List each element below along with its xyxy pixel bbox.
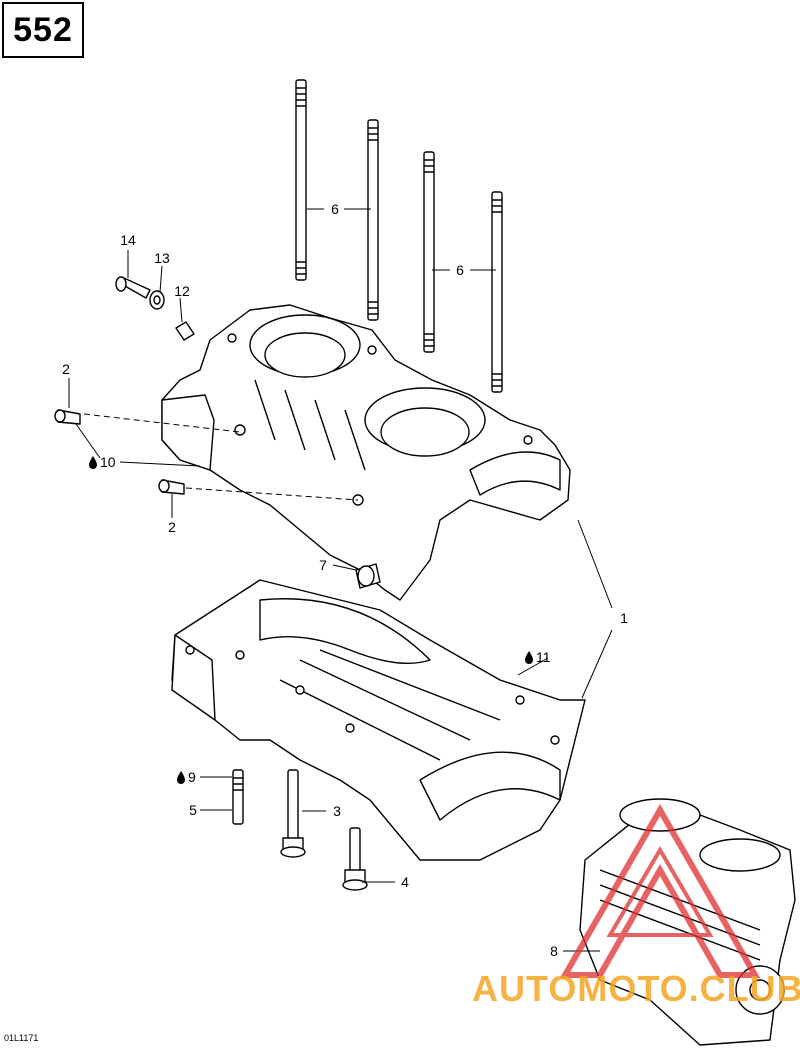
drop-icon-9 [177,771,185,784]
lower-crankcase[interactable] [171,579,586,861]
stud-long-4[interactable] [491,191,503,393]
callout-14: 14 [120,232,136,248]
bolt-3[interactable] [280,769,306,858]
fitting-2-lower[interactable] [158,479,185,495]
stud-long-2[interactable] [367,119,379,321]
stud-5[interactable] [232,769,244,825]
bearing-7[interactable] [355,563,381,589]
callout-8: 8 [550,943,558,959]
callout-13: 13 [154,250,170,266]
upper-crankcase[interactable] [161,304,571,601]
callout-11: 11 [536,649,551,665]
drop-icon-10 [89,456,97,469]
callout-5: 5 [189,802,197,818]
watermark-text: AUTOMOTO.CLUB [472,968,800,1009]
callout-9: 9 [188,769,196,785]
drop-icon-11 [525,651,533,664]
callout-6b: 6 [456,262,464,278]
callout-7: 7 [319,557,327,573]
screw-14[interactable] [115,276,151,299]
stud-long-3[interactable] [423,151,435,353]
reference-code: 01L1171 [4,1033,39,1043]
callout-1: 1 [620,610,628,626]
callout-4: 4 [401,874,409,890]
callout-10: 10 [100,454,116,470]
callout-2b: 2 [168,519,176,535]
page-number: 552 [2,2,84,58]
callout-12: 12 [174,283,190,299]
washer-13[interactable] [149,290,165,310]
callout-6a: 6 [331,201,339,217]
fitting-2-upper[interactable] [54,409,81,425]
bolt-4[interactable] [342,827,368,891]
callout-2a: 2 [62,361,70,377]
leader-lines [68,208,613,952]
plug-12[interactable] [175,321,195,341]
watermark-logo-icon [559,803,761,978]
stud-long-1[interactable] [295,79,307,281]
callout-3: 3 [333,803,341,819]
